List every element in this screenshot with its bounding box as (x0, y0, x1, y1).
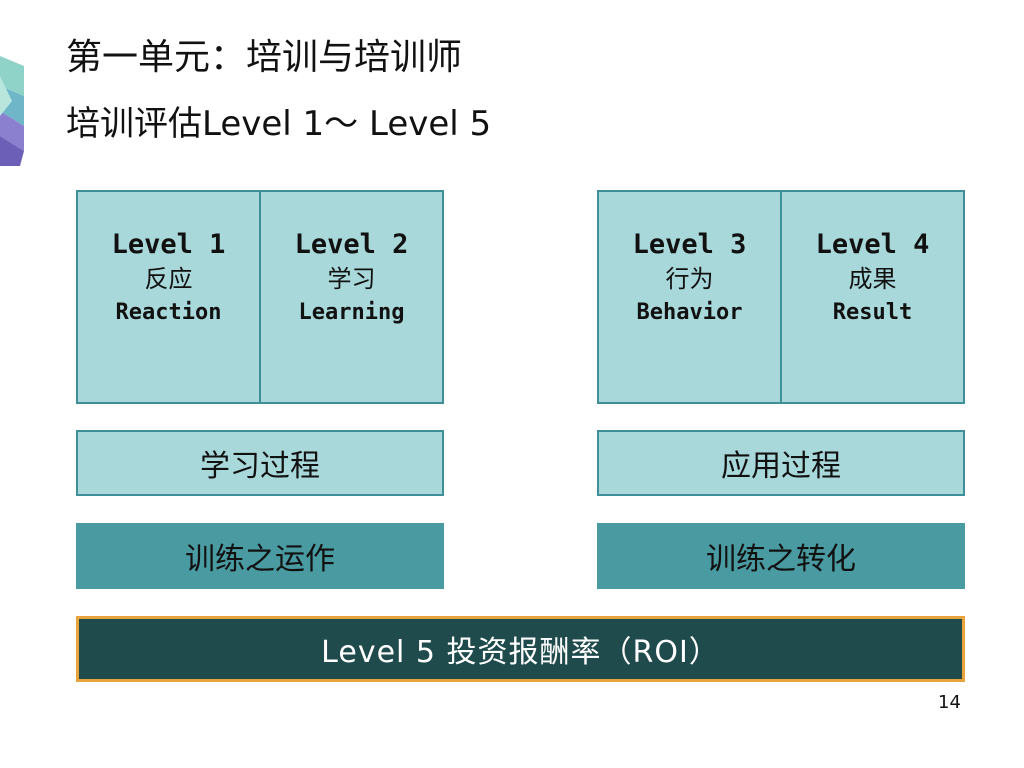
page-number: 14 (938, 692, 961, 713)
training-operation-bar: 训练之运作 (76, 523, 444, 589)
level-number: Level 1 (111, 229, 226, 260)
level-name-zh: 成果 (848, 265, 897, 293)
decorative-polygon-icon (0, 56, 24, 166)
level-number: Level 2 (294, 229, 409, 260)
level-cell-2: Level 2 学习 Learning (259, 192, 442, 402)
level-name-en: Learning (298, 300, 405, 325)
level-name-en: Reaction (115, 300, 222, 325)
level-cell-3: Level 3 行为 Behavior (599, 192, 780, 402)
level-group-learning: Level 1 反应 Reaction Level 2 学习 Learning (76, 190, 444, 404)
page-subtitle: 培训评估Level 1～ Level 5 (66, 104, 492, 144)
learning-process-bar: 学习过程 (76, 430, 444, 496)
level-cell-1: Level 1 反应 Reaction (78, 192, 259, 402)
training-transfer-bar: 训练之转化 (597, 523, 965, 589)
level-name-zh: 学习 (327, 265, 376, 293)
level-name-zh: 行为 (665, 265, 714, 293)
level-name-en: Result (832, 300, 913, 325)
level-group-application: Level 3 行为 Behavior Level 4 成果 Result (597, 190, 965, 404)
application-process-bar: 应用过程 (597, 430, 965, 496)
level-name-en: Behavior (636, 300, 743, 325)
level-number: Level 4 (815, 229, 930, 260)
level-name-zh: 反应 (144, 265, 193, 293)
page-title: 第一单元：培训与培训师 (66, 37, 463, 78)
level-cell-4: Level 4 成果 Result (780, 192, 963, 402)
roi-bar: Level 5 投资报酬率（ROI） (76, 616, 965, 682)
level-number: Level 3 (632, 229, 747, 260)
